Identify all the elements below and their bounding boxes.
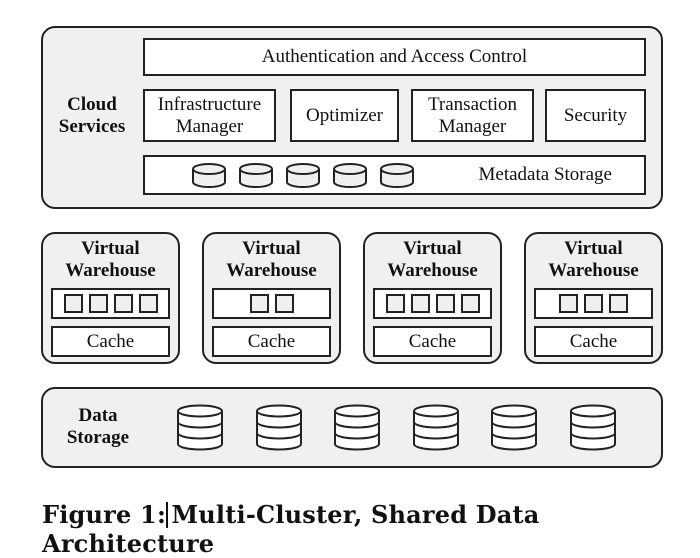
component-label: Manager <box>175 115 244 137</box>
compute-node-icon <box>88 294 108 313</box>
compute-node-icon <box>559 294 578 313</box>
data-storage-label-line2: Storage <box>66 427 130 448</box>
compute-node-icon <box>385 294 405 313</box>
warehouse-title-line2: Warehouse <box>387 260 478 281</box>
database-icon <box>569 404 616 451</box>
warehouse-title-line1: Virtual <box>81 238 140 259</box>
database-icon <box>412 404 459 451</box>
figure-caption: Figure 1:Multi-Cluster, Shared Data Arch… <box>42 500 700 558</box>
compute-node-icon <box>113 294 133 313</box>
component-label: Infrastructure <box>157 93 262 115</box>
database-icon <box>177 404 223 451</box>
warehouse-title-line2: Warehouse <box>65 260 156 281</box>
auth-access-control-label: Authentication and Access Control <box>261 46 528 67</box>
cache-box: Cache <box>534 326 653 357</box>
warehouse-title-line1: Virtual <box>564 238 623 259</box>
metadata-cylinder-icon <box>286 163 320 188</box>
database-icon <box>491 404 537 451</box>
compute-node-icon <box>274 294 294 313</box>
component-label: Manager <box>438 115 507 137</box>
component-label: Optimizer <box>305 104 384 126</box>
caption-prefix: Figure 1: <box>42 500 167 529</box>
compute-node-icon <box>410 294 430 313</box>
compute-node-icon <box>249 294 269 313</box>
compute-node-icon <box>584 294 603 313</box>
compute-node-icon <box>609 294 628 313</box>
metadata-cylinder-icon <box>239 163 273 188</box>
compute-node-icon <box>138 294 158 313</box>
cloud-services-label-line1: Cloud <box>67 94 117 115</box>
cache-box: Cache <box>212 326 331 357</box>
database-icon <box>255 404 302 451</box>
compute-node-icon <box>435 294 455 313</box>
cache-label: Cache <box>247 330 296 352</box>
cache-label: Cache <box>569 330 618 352</box>
warehouse-title-line1: Virtual <box>242 238 301 259</box>
cloud-services-label-line2: Services <box>58 116 126 137</box>
database-icon <box>334 404 380 451</box>
metadata-storage-label: Metadata Storage <box>478 164 612 185</box>
compute-node-icon <box>460 294 480 313</box>
text-cursor <box>166 502 168 528</box>
cloud-services-label: Cloud Services <box>52 94 132 138</box>
metadata-cylinder-icon <box>380 163 414 188</box>
component-label: Transaction <box>427 93 518 115</box>
cache-label: Cache <box>408 330 457 352</box>
cache-label: Cache <box>86 330 135 352</box>
cache-box: Cache <box>51 326 170 357</box>
component-label: Security <box>563 104 628 126</box>
warehouse-title-line2: Warehouse <box>548 260 639 281</box>
compute-nodes-box <box>212 288 331 319</box>
security-box: Security <box>545 89 646 142</box>
metadata-cylinder-icon <box>333 163 367 188</box>
data-storage-label: Data Storage <box>62 405 134 449</box>
auth-access-control-box: Authentication and Access Control <box>143 38 646 76</box>
warehouse-title-line2: Warehouse <box>226 260 317 281</box>
optimizer-box: Optimizer <box>290 89 399 142</box>
metadata-cylinder-icon <box>192 163 226 188</box>
compute-node-icon <box>63 294 83 313</box>
cache-box: Cache <box>373 326 492 357</box>
warehouse-title-line1: Virtual <box>403 238 462 259</box>
data-storage-label-line1: Data <box>78 405 118 426</box>
